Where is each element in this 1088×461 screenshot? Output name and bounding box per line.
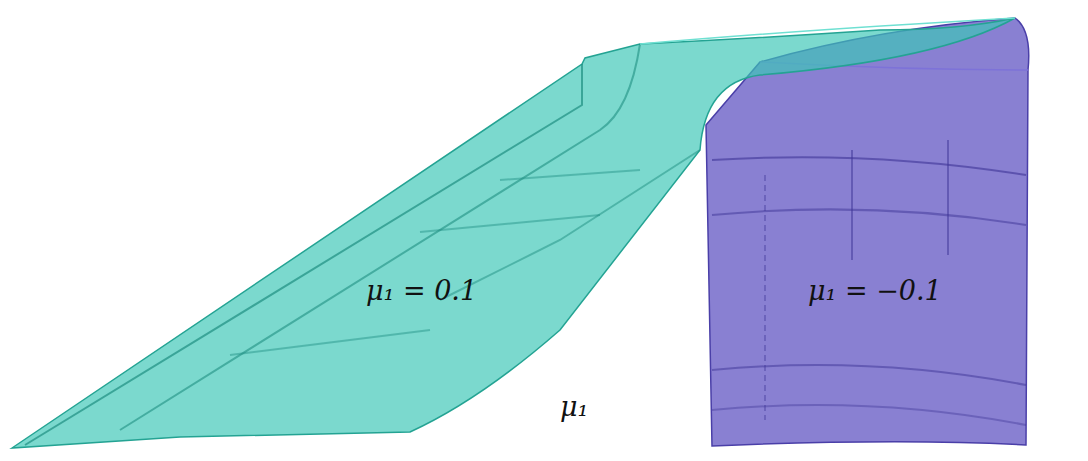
parameter-label: μ₁ = 0.1 [366, 276, 477, 306]
extended-wing [12, 18, 1015, 448]
parameter-label: μ₁ [560, 392, 588, 422]
folded-wing [706, 18, 1029, 446]
parameter-label: μ₁ = −0.1 [808, 276, 942, 306]
